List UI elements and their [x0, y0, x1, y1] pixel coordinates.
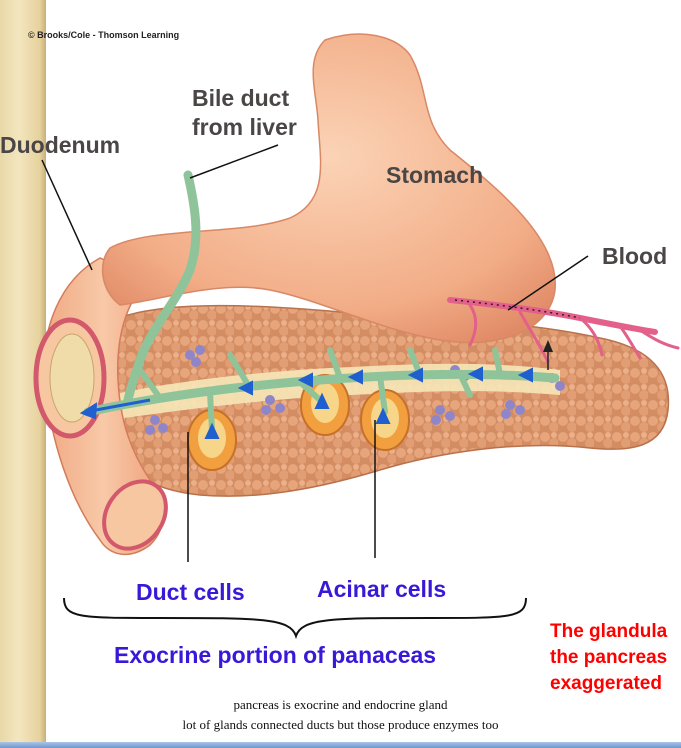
stomach-label: Stomach [386, 160, 483, 190]
red-note-line3: exaggerated [550, 670, 662, 698]
blood-label: Blood [602, 241, 667, 271]
red-note-line1: The glandula [550, 618, 667, 646]
stomach [103, 34, 556, 342]
acinar-cells-label: Acinar cells [317, 574, 446, 604]
window-bottom-edge [0, 742, 681, 748]
exocrine-portion-label: Exocrine portion of panaceas [114, 640, 436, 670]
note-line2: lot of glands connected ducts but those … [0, 716, 681, 734]
duodenum-label: Duodenum [0, 130, 120, 160]
note-line1: pancreas is exocrine and endocrine gland [0, 696, 681, 714]
bile-duct-label-line2: from liver [192, 112, 297, 142]
copyright-text: © Brooks/Cole - Thomson Learning [28, 29, 179, 41]
red-note-line2: the pancreas [550, 644, 667, 672]
duct-cells-label: Duct cells [136, 577, 245, 607]
exocrine-brace [64, 598, 526, 636]
bile-duct-label-line1: Bile duct [192, 83, 289, 113]
